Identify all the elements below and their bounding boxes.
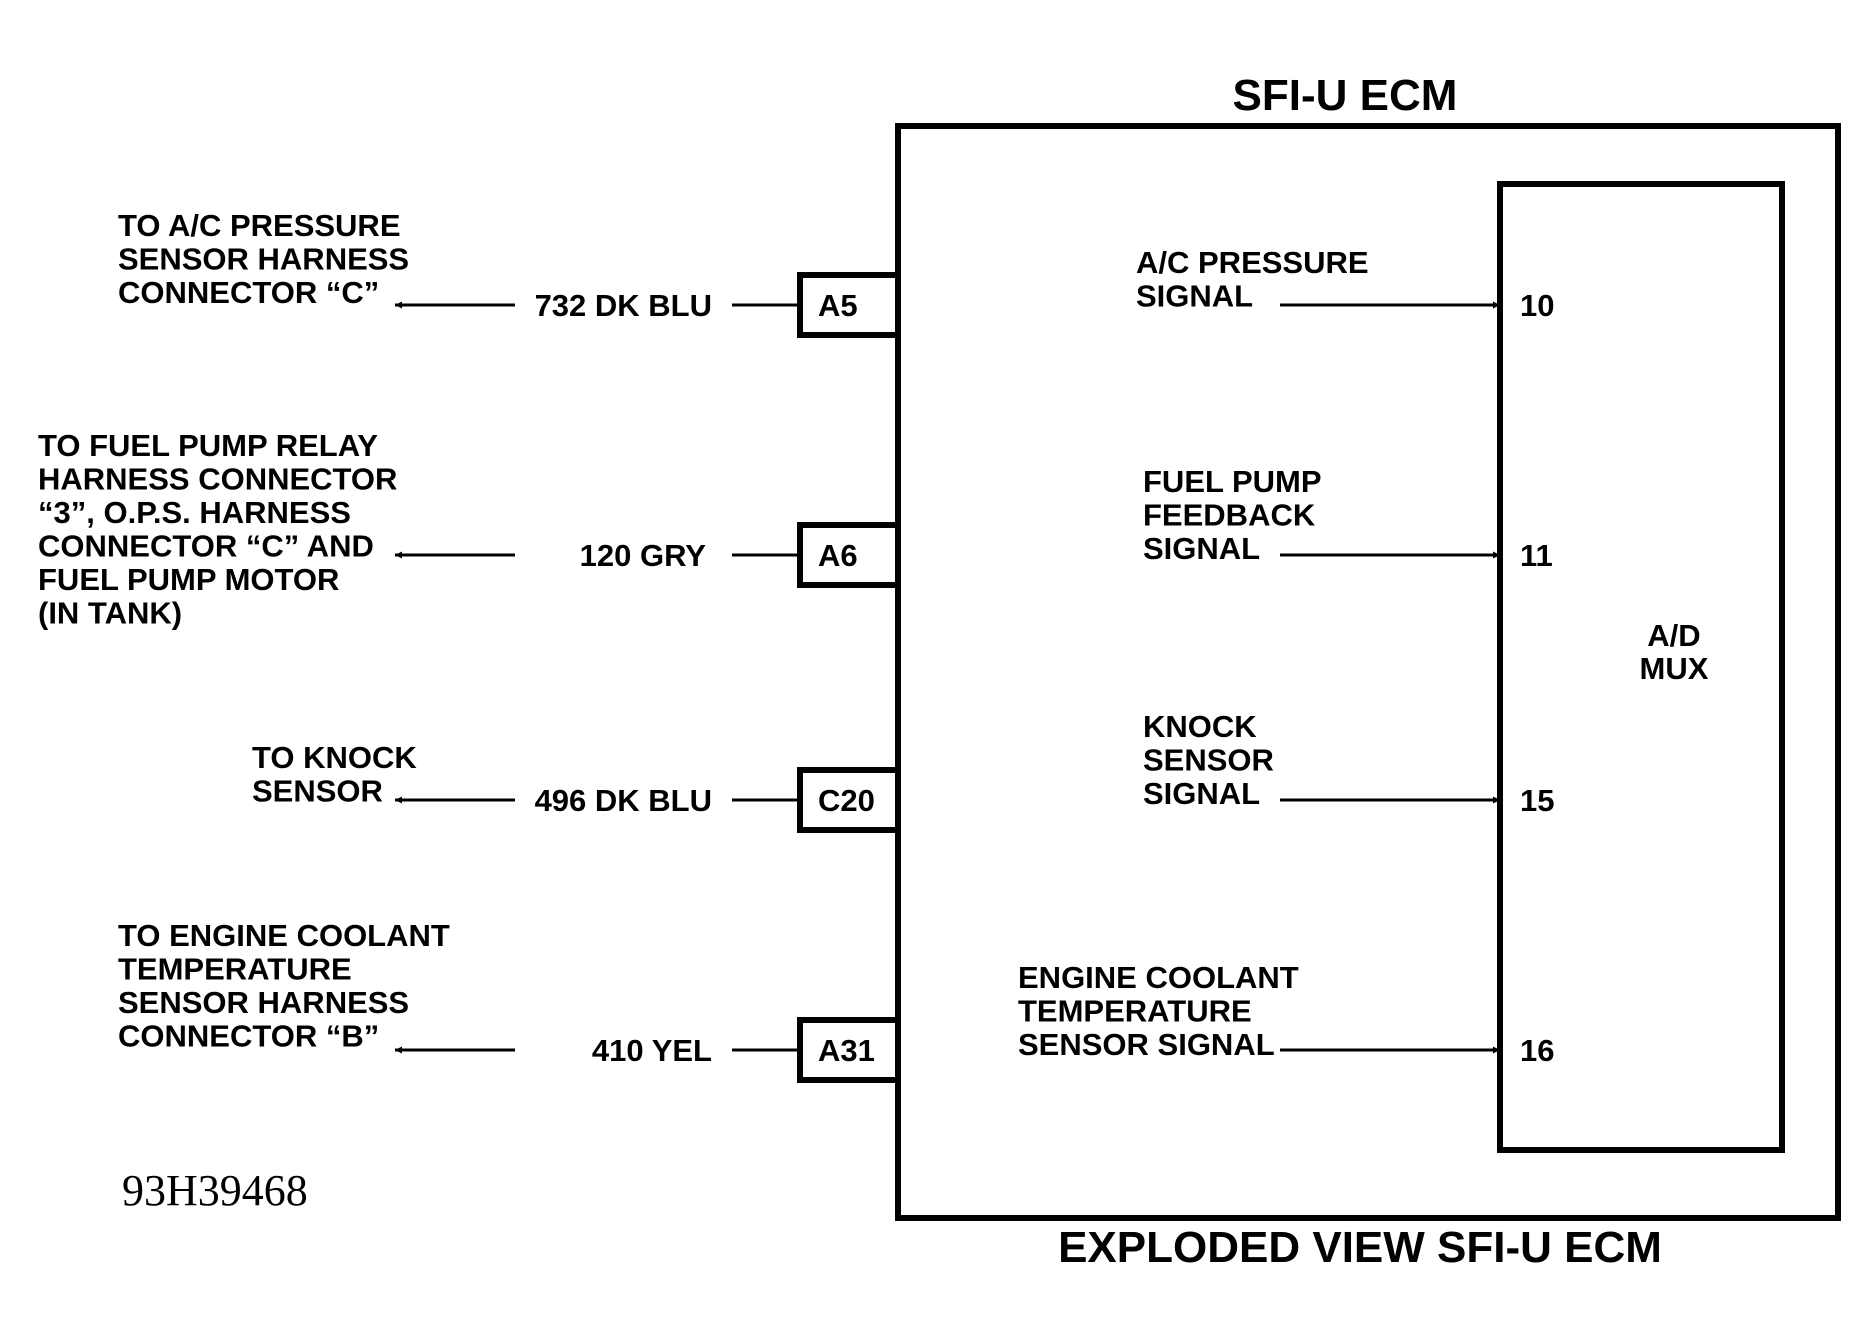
signal-label-line: SENSOR SIGNAL (1018, 1027, 1275, 1062)
pin-label: A5 (818, 288, 858, 323)
destination-label-line: FUEL PUMP MOTOR (38, 562, 339, 597)
pin-box (797, 767, 901, 833)
signal-label-line: ENGINE COOLANT (1018, 960, 1299, 995)
signal-label-line: SIGNAL (1136, 279, 1253, 314)
destination-label-line: HARNESS CONNECTOR (38, 462, 397, 497)
destination-label-line: SENSOR HARNESS (118, 242, 409, 277)
destination-label-line: TO FUEL PUMP RELAY (38, 428, 378, 463)
signal-label-line: SENSOR (1143, 743, 1274, 778)
destination-label-line: CONNECTOR “C” (118, 275, 379, 310)
destination-label-line: CONNECTOR “C” AND (38, 529, 374, 564)
ecm-title: SFI-U ECM (1233, 71, 1458, 120)
signal-label-line: SIGNAL (1143, 531, 1260, 566)
signal-label-line: KNOCK (1143, 709, 1257, 744)
mux-box (1497, 181, 1785, 1153)
wire-label: 496 DK BLU (535, 783, 712, 818)
mux-input-number: 11 (1520, 538, 1553, 573)
destination-label-line: TO KNOCK (252, 740, 417, 775)
figure-code: 93H39468 (122, 1166, 308, 1215)
signal-label-line: FUEL PUMP (1143, 464, 1322, 499)
pin-label: A6 (818, 538, 858, 573)
signal-label-line: FEEDBACK (1143, 498, 1316, 533)
wire-label: 732 DK BLU (535, 288, 712, 323)
destination-label-line: CONNECTOR “B” (118, 1019, 379, 1054)
signal-label-line: A/C PRESSURE (1136, 245, 1369, 280)
pin-box (797, 1017, 901, 1083)
mux-label-line-2: MUX (1640, 651, 1709, 686)
destination-label-line: TO ENGINE COOLANT (118, 918, 450, 953)
wire-label: 410 YEL (592, 1033, 712, 1068)
pin-box (797, 272, 901, 338)
signal-label-line: TEMPERATURE (1018, 994, 1252, 1029)
destination-label-line: “3”, O.P.S. HARNESS (38, 495, 351, 530)
footer-title: EXPLODED VIEW SFI-U ECM (1058, 1223, 1662, 1272)
pin-label: C20 (818, 783, 875, 818)
destination-label-line: TEMPERATURE (118, 952, 352, 987)
mux-input-number: 16 (1520, 1033, 1554, 1068)
pin-label: A31 (818, 1033, 875, 1068)
signal-label-line: SIGNAL (1143, 776, 1260, 811)
mux-input-number: 10 (1520, 288, 1554, 323)
destination-label-line: (IN TANK) (38, 596, 182, 631)
mux-input-number: 15 (1520, 783, 1554, 818)
destination-label-line: SENSOR HARNESS (118, 985, 409, 1020)
wire-label: 120 GRY (580, 538, 707, 573)
pin-box (797, 522, 901, 588)
destination-label-line: TO A/C PRESSURE (118, 208, 401, 243)
mux-label-line-1: A/D (1647, 618, 1700, 653)
destination-label-line: SENSOR (252, 774, 383, 809)
